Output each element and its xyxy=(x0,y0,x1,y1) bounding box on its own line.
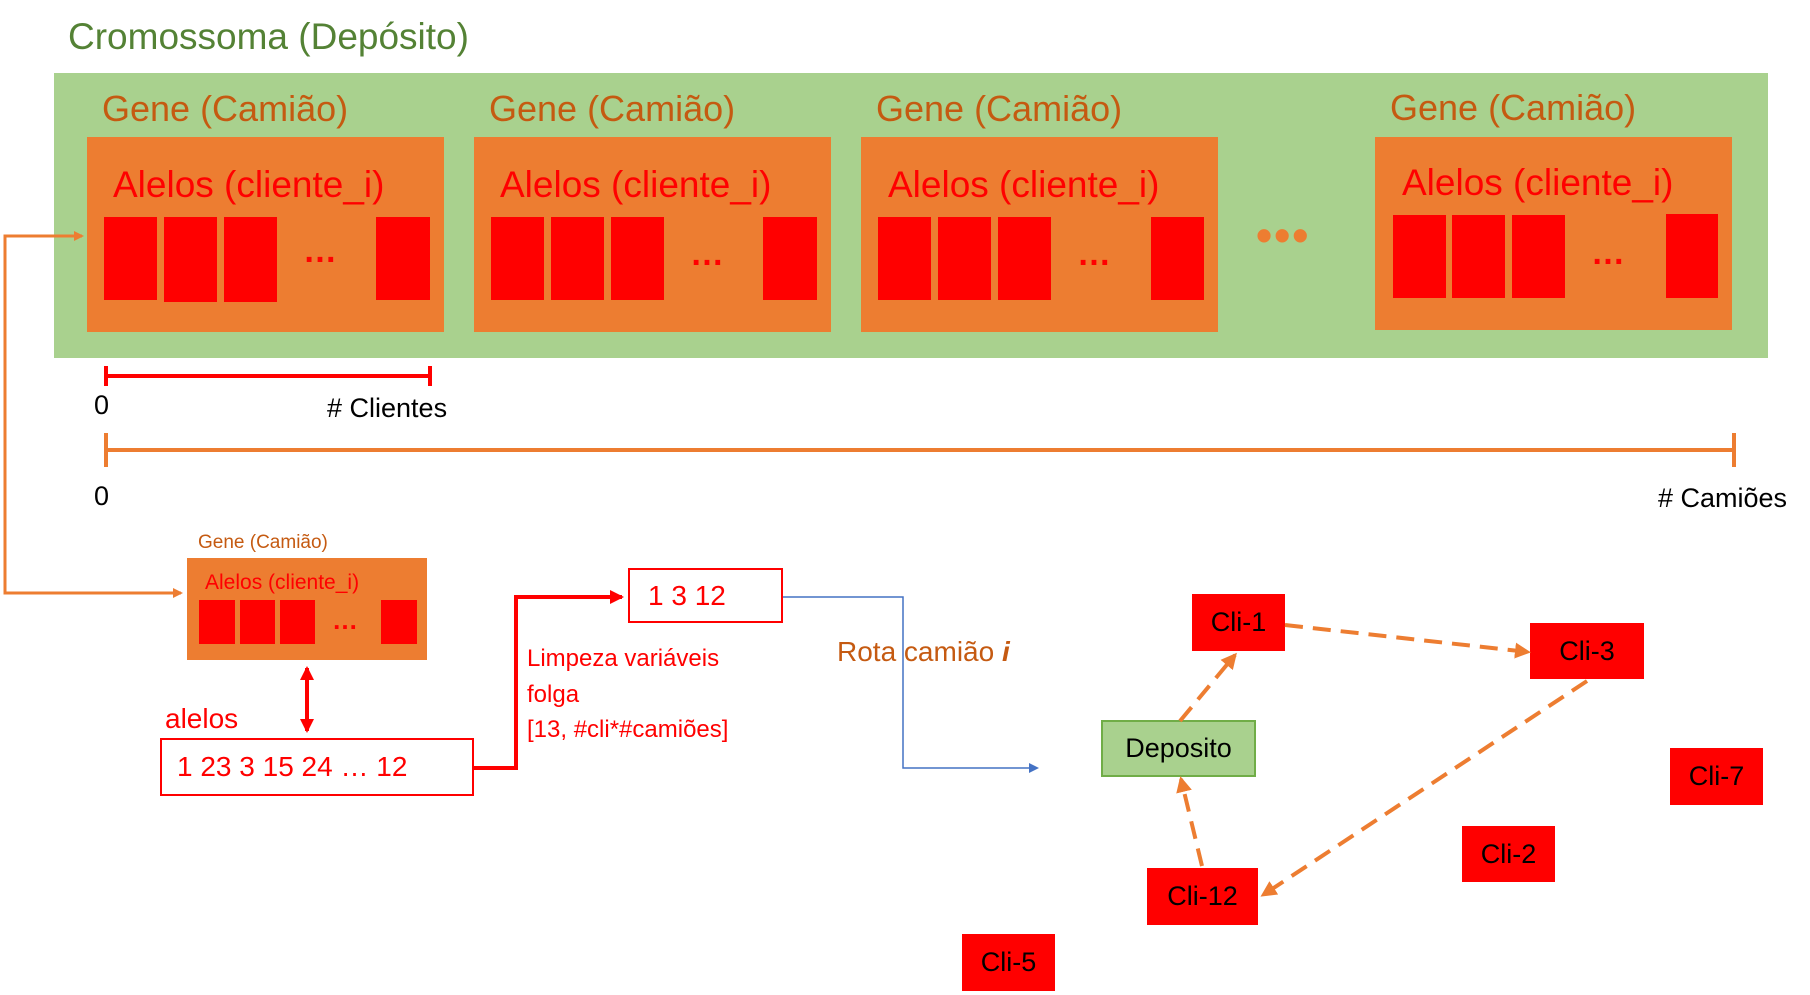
gene-label: Gene (Camião) xyxy=(876,88,1123,129)
client-node-cli-3: Cli-3 xyxy=(1530,623,1644,679)
route-label-text: Rota camião xyxy=(837,636,995,667)
detail-gene-label: Gene (Camião) xyxy=(198,532,328,553)
route-label: Rota camião i xyxy=(837,636,1010,668)
allele-block xyxy=(763,217,817,300)
allele-block xyxy=(551,217,604,300)
route-arrow-cli-12-to-depot xyxy=(1176,776,1204,867)
allele-block xyxy=(1151,217,1204,300)
route-label-index: i xyxy=(1001,636,1010,667)
allele-block xyxy=(381,600,417,644)
allele-block xyxy=(104,217,157,300)
allele-block xyxy=(224,217,277,302)
allele-block xyxy=(1452,215,1505,298)
allele-block xyxy=(878,217,931,300)
cleanup-note-line3: [13, #cli*#camiões] xyxy=(527,716,729,743)
route-arrow-cli-3-to-cli-12 xyxy=(1260,679,1589,897)
trucks-scale-start: 0 xyxy=(94,481,110,511)
gene-label: Gene (Camião) xyxy=(489,88,736,129)
chromosome-title: Cromossoma (Depósito) xyxy=(68,16,469,57)
cleanup-note-line2: folga xyxy=(527,681,580,708)
trucks-scale-label: # Camiões xyxy=(1658,483,1788,513)
gene-label: Gene (Camião) xyxy=(1390,87,1637,128)
allele-block xyxy=(998,217,1051,300)
cleanup-note-line1: Limpeza variáveis xyxy=(527,645,720,672)
client-node-cli-7: Cli-7 xyxy=(1670,748,1763,805)
route-arrow-depot-to-cli-1 xyxy=(1178,652,1237,723)
allele-block xyxy=(611,217,664,300)
detail-alleles-label: Alelos (cliente_i) xyxy=(205,571,360,594)
cleanup-arrow xyxy=(474,590,624,770)
allele-block xyxy=(280,600,315,644)
cleaned-sequence-box: 1 3 12 xyxy=(628,568,783,623)
alleles-label: Alelos (cliente_i) xyxy=(500,164,772,205)
clients-scale-label: # Clientes xyxy=(327,393,448,423)
gene-label: Gene (Camião) xyxy=(102,88,349,129)
route-connector-arrow xyxy=(783,596,1039,773)
alleles-label: Alelos (cliente_i) xyxy=(1402,162,1674,203)
clients-scale-start: 0 xyxy=(94,390,110,420)
alleles-label: Alelos (cliente_i) xyxy=(888,164,1160,205)
trucks-scale-line xyxy=(104,433,1736,467)
allele-block xyxy=(164,217,217,302)
allele-block xyxy=(938,217,991,300)
depot-node: Deposito xyxy=(1101,720,1256,777)
allele-block xyxy=(199,600,235,644)
client-node-cli-1: Cli-1 xyxy=(1192,594,1285,651)
gene-link-bottom-arrow xyxy=(3,588,183,598)
allele-block xyxy=(376,217,430,300)
client-node-cli-2: Cli-2 xyxy=(1462,826,1555,882)
allele-block xyxy=(240,600,275,644)
client-node-cli-12: Cli-12 xyxy=(1147,868,1258,925)
allele-ellipsis: … xyxy=(332,605,359,635)
clients-scale-line xyxy=(104,366,432,386)
more-genes-ellipsis: ••• xyxy=(1256,209,1311,261)
alelos-caption: alelos xyxy=(165,703,239,734)
allele-ellipsis: … xyxy=(303,232,338,270)
client-node-cli-5: Cli-5 xyxy=(962,934,1055,991)
allele-ellipsis: … xyxy=(690,235,725,273)
allele-sequence-box: 1 23 3 15 24 … 12 xyxy=(160,738,474,796)
allele-ellipsis: … xyxy=(1077,235,1112,273)
gene-link-top-arrow xyxy=(3,231,84,593)
route-arrow-cli-1-to-cli-3 xyxy=(1284,623,1531,659)
allele-block xyxy=(1393,215,1446,298)
allele-ellipsis: … xyxy=(1591,234,1626,272)
alleles-label: Alelos (cliente_i) xyxy=(113,164,385,205)
allele-block xyxy=(491,217,544,300)
allele-block xyxy=(1666,214,1718,298)
allele-block xyxy=(1512,215,1565,298)
